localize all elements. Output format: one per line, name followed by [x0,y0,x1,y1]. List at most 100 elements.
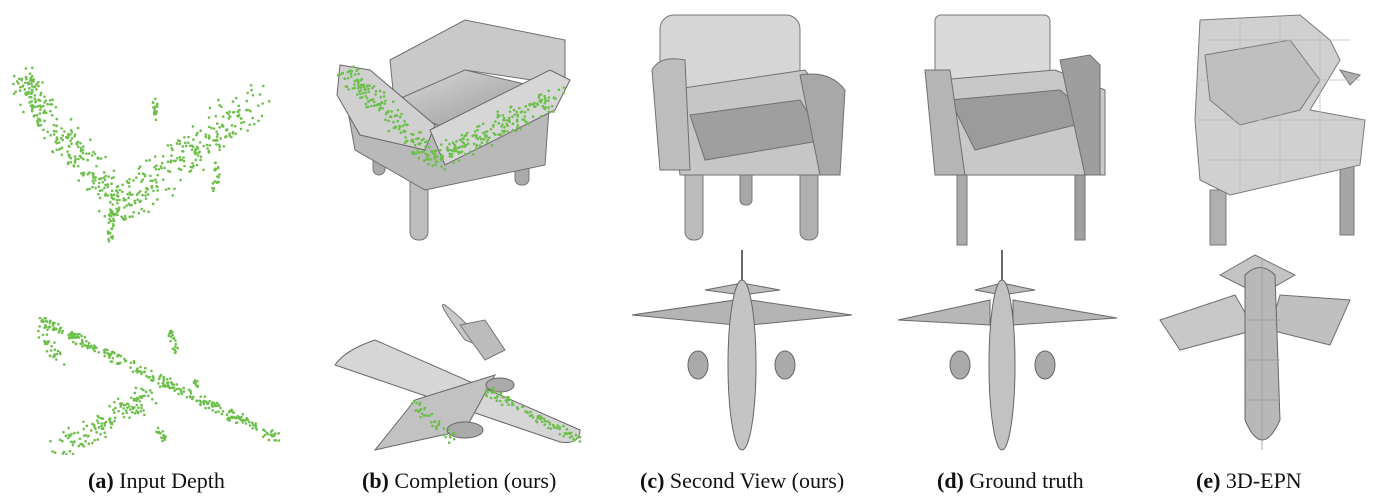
point [45,333,49,336]
point [371,86,374,90]
point [213,161,217,165]
point [558,432,562,436]
point [410,139,413,143]
point [84,440,87,443]
point [526,108,530,111]
point [139,365,142,369]
point [430,412,434,416]
point [452,149,456,153]
point [55,141,59,145]
point [98,209,101,213]
point [115,198,119,202]
point [55,352,59,356]
point [463,152,467,156]
point [129,361,133,365]
point [112,219,115,223]
point [519,110,523,114]
point [547,89,550,93]
point [123,214,127,218]
point [576,436,580,439]
point [43,316,47,320]
point [540,114,543,118]
point [141,193,144,197]
point [88,138,92,141]
point [123,403,127,407]
caption-a-tag: (a) [88,468,114,493]
point [236,115,240,118]
point [516,113,520,116]
point [498,399,502,403]
point [250,88,253,92]
point [494,120,497,123]
caption-d-tag: (d) [937,468,964,493]
point [374,93,377,96]
point [140,387,143,391]
point [529,410,532,414]
point [379,95,383,99]
point [215,139,219,142]
point [155,103,159,106]
point [103,424,107,427]
point [155,110,159,113]
point [124,409,128,412]
point [156,198,159,201]
point [47,340,50,344]
point [496,115,499,119]
chair-3d-epn [1194,14,1366,246]
point [78,154,82,158]
point [85,424,89,428]
point [456,150,460,154]
point [18,85,22,89]
point [418,403,421,407]
point [12,74,16,78]
point [555,426,559,430]
point [494,390,498,394]
point [42,320,45,324]
point [38,119,42,123]
point [215,180,219,184]
point [412,133,415,136]
point [543,101,547,105]
point [433,157,437,160]
airplane-right-wing [1012,299,1118,326]
point [51,98,54,102]
point [97,157,100,160]
point [238,108,241,112]
panel-input-depth [0,0,280,455]
point [179,390,183,394]
point [188,144,192,148]
point [183,164,186,168]
point [178,158,182,162]
point [192,138,195,141]
point [508,110,512,113]
point [135,176,138,180]
point [404,123,407,126]
point [195,131,199,135]
point [394,126,398,129]
point [150,391,154,395]
point [195,163,199,167]
point [46,342,49,346]
point [524,104,528,108]
point [125,402,129,406]
point [109,426,113,429]
point [381,106,385,110]
point [24,76,28,79]
point [208,106,212,110]
point [512,108,516,112]
airplane-left-wing [631,299,736,326]
point [44,319,48,323]
point [442,433,445,437]
point [169,143,173,147]
point [67,426,70,430]
point [249,83,253,87]
point [87,152,91,155]
point [180,158,184,162]
point [460,133,464,137]
point [345,85,349,89]
point [87,341,91,345]
point [153,165,156,169]
point [442,427,446,430]
point [157,167,161,171]
point [364,91,368,94]
